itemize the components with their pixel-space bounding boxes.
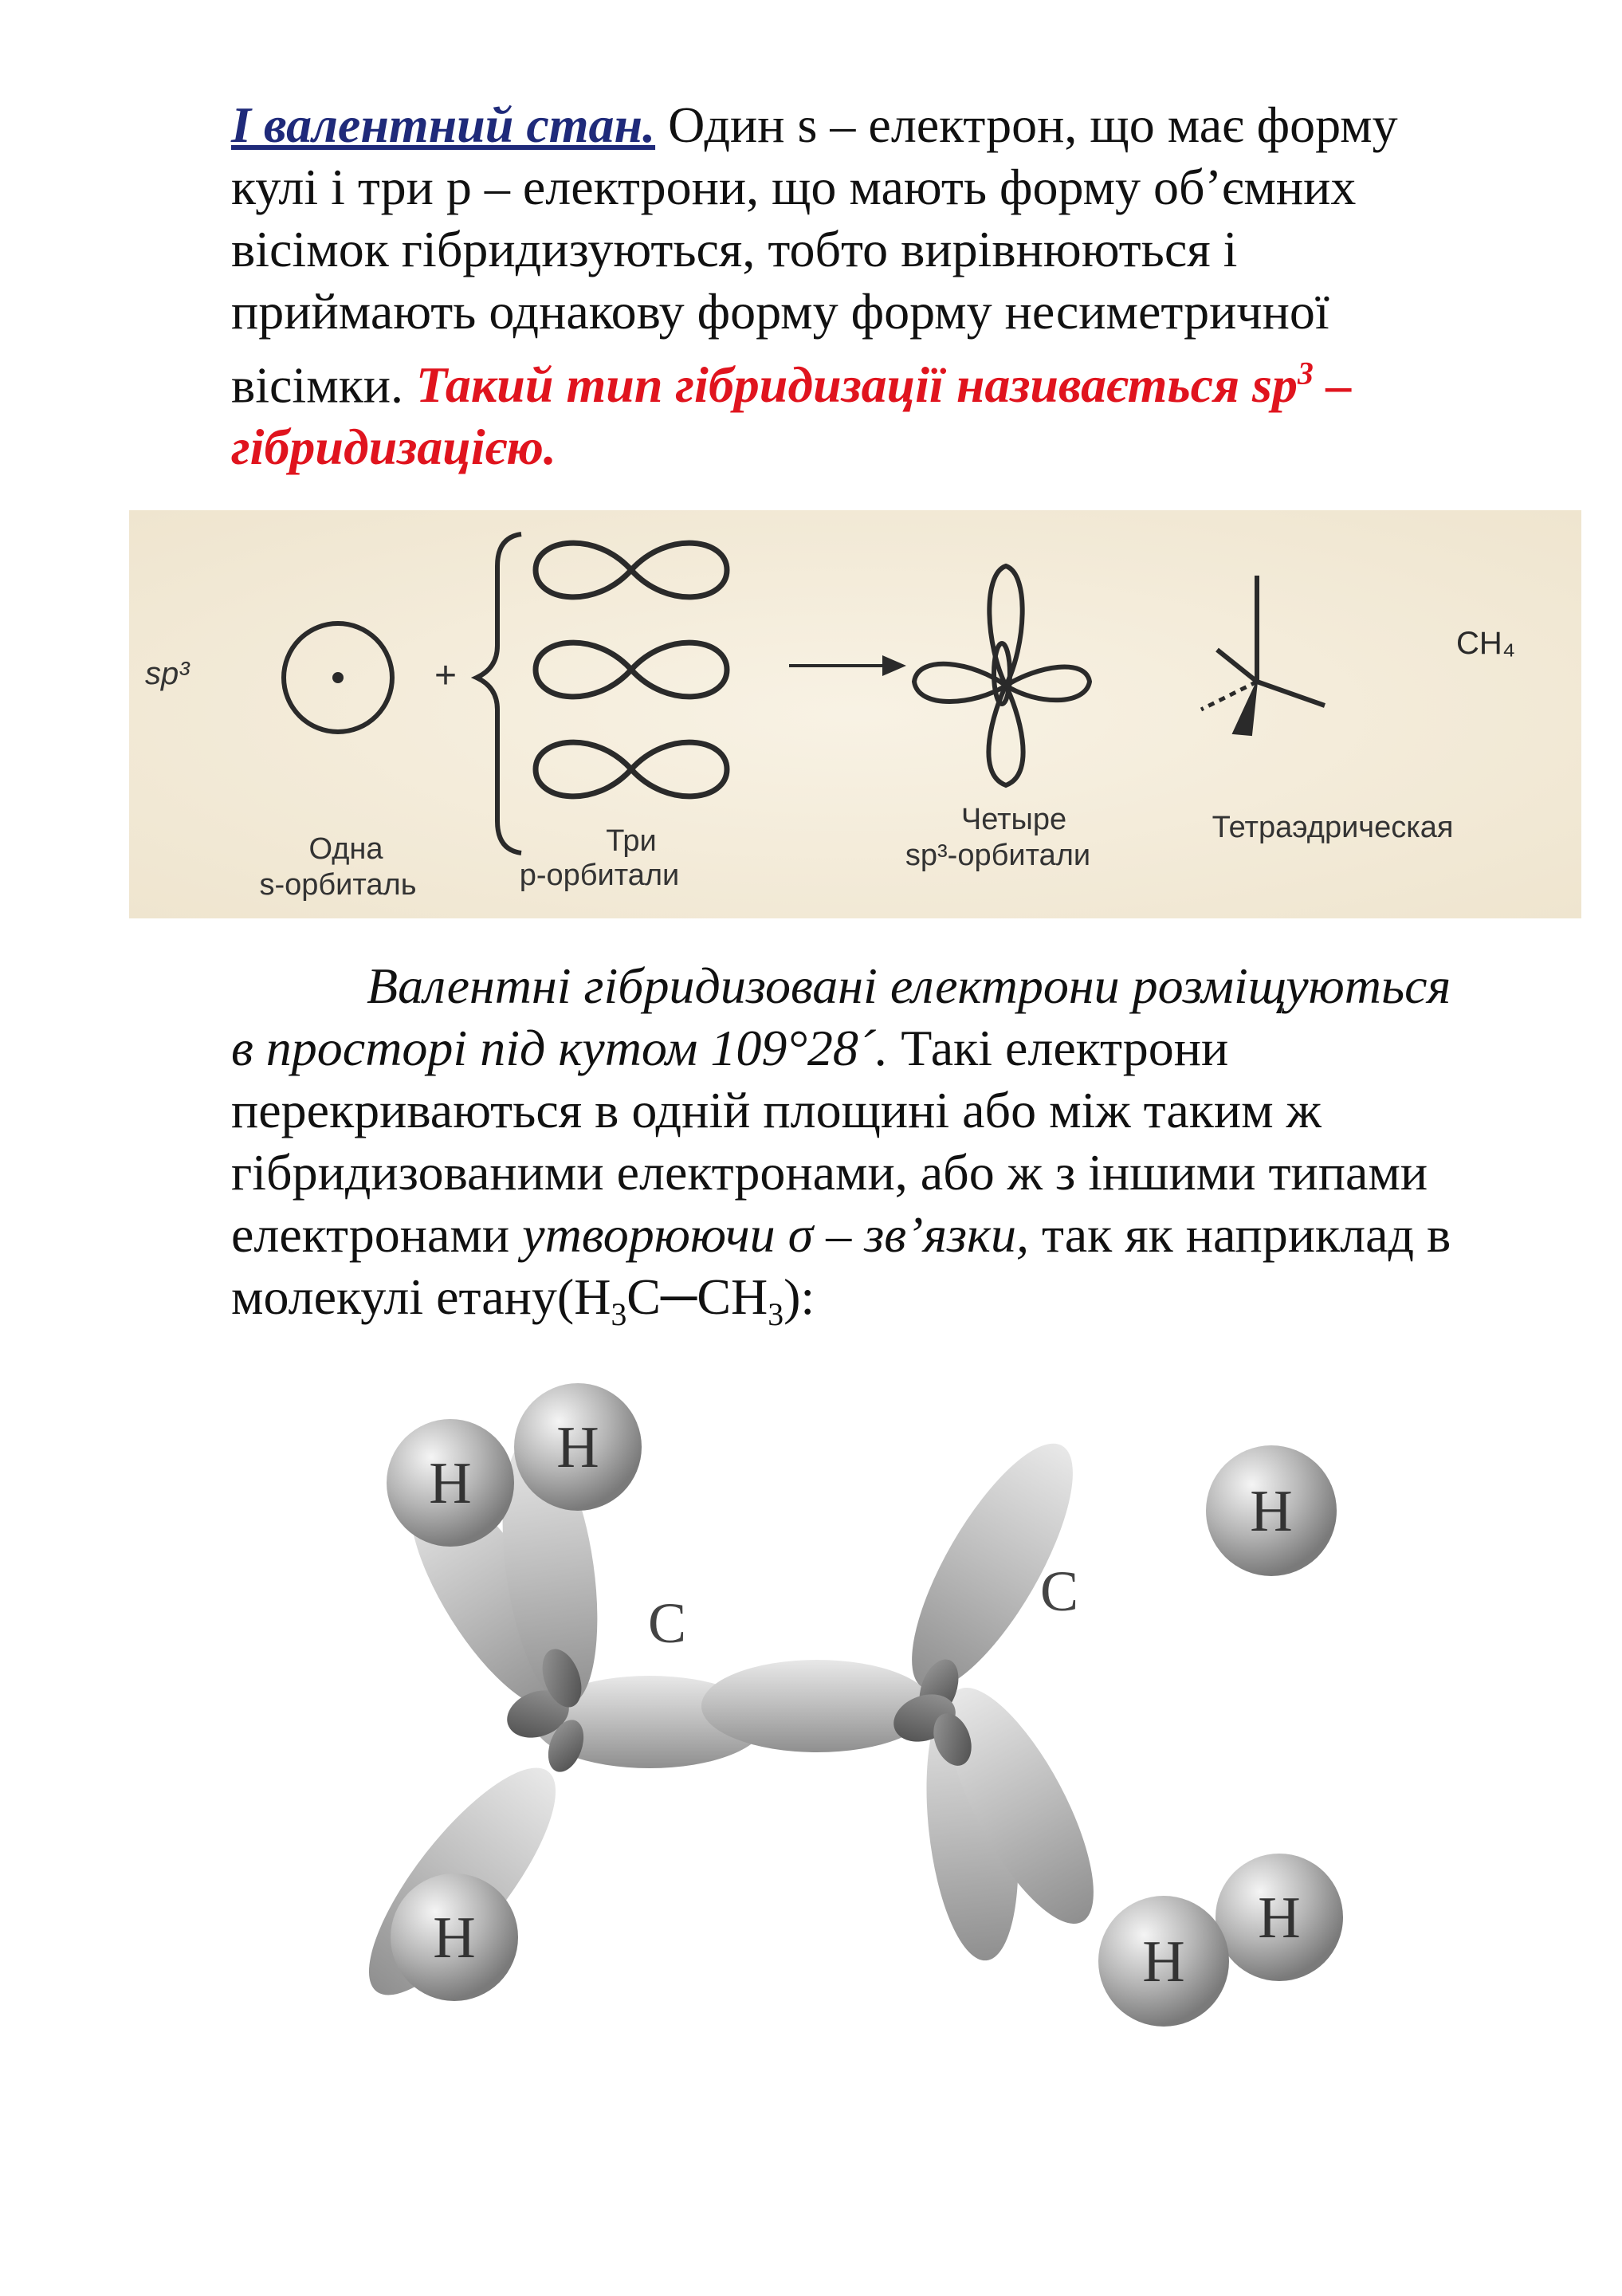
subscript: 3 bbox=[611, 1296, 627, 1332]
sp3-orbitals-icon bbox=[911, 563, 1093, 788]
caption-tetrahedral: Тетраэдрическая bbox=[1212, 811, 1454, 844]
figure-background bbox=[129, 510, 1581, 918]
ch4-formula: CH₄ bbox=[1456, 626, 1515, 661]
hydrogen-atom: H bbox=[391, 1873, 518, 2001]
emphasis-end: – гібридизацією. bbox=[231, 356, 1352, 476]
hydrogen-atom: H bbox=[1216, 1854, 1343, 1981]
tetrahedral-geometry-icon bbox=[1200, 576, 1325, 737]
paragraph-text: Такі електрони перекриваються в одній пл… bbox=[231, 1020, 1428, 1263]
p-orbital-icon bbox=[532, 639, 730, 700]
italic-sigma-text: утворюючи σ – зв’язки, bbox=[522, 1206, 1029, 1263]
cc-sigma-bond bbox=[534, 1660, 933, 1768]
caption-s-line1: Одна bbox=[308, 832, 383, 866]
ethane-text: так як наприклад в молекулі етану(H bbox=[231, 1206, 1451, 1325]
paragraph-text: Один s – електрон, що має форму кулі і т… bbox=[231, 96, 1398, 414]
caption-sp3-line2: sp³-орбитали bbox=[905, 839, 1090, 872]
caption-p-line2: p-орбитали bbox=[520, 859, 680, 892]
hydrogen-label: H bbox=[1250, 1479, 1292, 1544]
hydrogen-label: H bbox=[433, 1905, 475, 1971]
hydrogen-atom: H bbox=[1098, 1896, 1229, 2027]
hydrogen-atom: H bbox=[1206, 1445, 1337, 1576]
hydrogen-atom: H bbox=[514, 1383, 642, 1511]
ethane-end: ): bbox=[784, 1268, 815, 1325]
caption-sp3-line1: Четыре bbox=[961, 803, 1066, 836]
ethane-mid: C─CH bbox=[626, 1268, 768, 1325]
ethane-svg: C C H H H H H H bbox=[368, 1383, 1343, 2027]
p-orbital-icon bbox=[532, 540, 730, 600]
emphasis-text: Такий тип гібридизації називається sp3 –… bbox=[231, 356, 1352, 475]
hydrogen-label: H bbox=[1258, 1885, 1300, 1951]
arrow-icon bbox=[789, 655, 906, 676]
paragraph-sp3-intro: І валентний стан. Один s – електрон, що … bbox=[231, 94, 1475, 478]
hydrogen-atom: H bbox=[387, 1419, 514, 1547]
plus-sign: + bbox=[434, 655, 457, 697]
sp3-label: sp³ bbox=[145, 656, 190, 691]
hydrogen-label: H bbox=[556, 1415, 599, 1480]
ethane-molecule-figure: C C H H H H H H bbox=[367, 1355, 1387, 2073]
nucleus-dot-icon bbox=[332, 672, 344, 683]
caption-s-line2: s-орбиталь bbox=[260, 868, 417, 902]
sp3-hybridization-figure: sp³ + bbox=[129, 510, 1581, 918]
carbon-label-right: C bbox=[1040, 1559, 1078, 1623]
section-heading: І валентний стан. bbox=[231, 96, 656, 153]
italic-angle-text: Валентні гібридизовані електрони розміщу… bbox=[231, 957, 1451, 1076]
caption-p-line1: Три bbox=[606, 824, 656, 858]
right-ch-bonds bbox=[893, 1443, 1094, 1961]
hydrogen-label: H bbox=[429, 1451, 471, 1516]
paragraph-valence-angle: Валентні гібридизовані електрони розміщу… bbox=[231, 955, 1475, 1346]
emphasis-start: Такий тип гібридизації називається sp bbox=[416, 356, 1298, 414]
p-orbitals-group bbox=[532, 540, 730, 800]
brace-icon bbox=[470, 532, 522, 855]
s-orbital-icon bbox=[281, 621, 395, 734]
figure-svg: sp³ + bbox=[129, 510, 1581, 918]
superscript: 3 bbox=[1297, 356, 1314, 391]
subscript: 3 bbox=[768, 1296, 784, 1332]
carbon-label-left: C bbox=[648, 1591, 686, 1655]
p-orbital-icon bbox=[532, 739, 730, 800]
hydrogen-label: H bbox=[1142, 1929, 1184, 1995]
